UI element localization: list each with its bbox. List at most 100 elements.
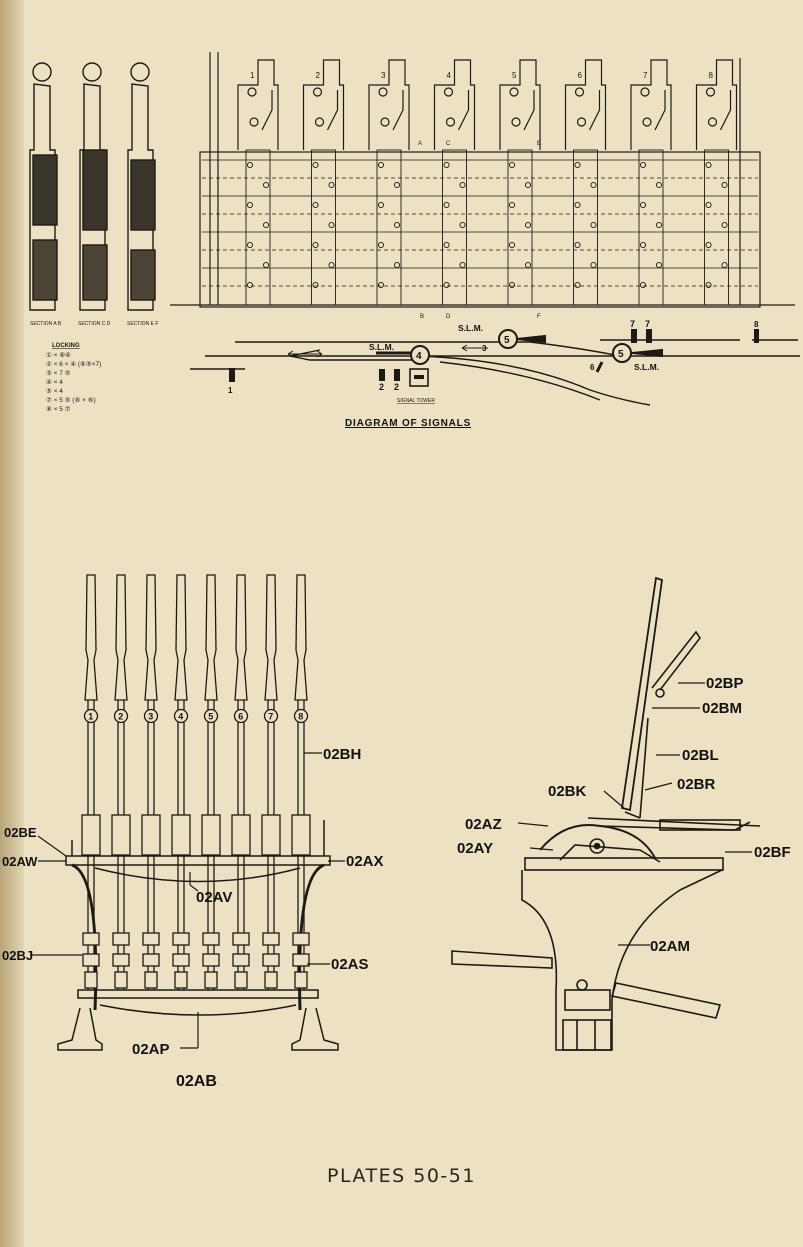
locking-table: ① × ⑧④ ② × 6 × ④ (⑧⑤×7) ③ × 7 ⑤ ④ × 4 ⑤ …: [46, 351, 101, 413]
tappet-lock-pin: [328, 261, 335, 269]
locking-row: ④ × 4: [46, 378, 63, 386]
front-lever-number: 1: [88, 712, 93, 722]
plan-lever-head: [433, 59, 476, 150]
section-ab-label: SECTION A B: [30, 321, 62, 327]
tappet-lock-pin: [639, 161, 647, 169]
label-02as: 02AS: [331, 956, 369, 973]
tappet-column: [376, 149, 402, 306]
label-02bh: 02BH: [323, 746, 361, 763]
tappet-lock-pin: [508, 281, 516, 289]
tappet-lock-pin: [639, 201, 647, 209]
section-cd-view: [79, 62, 108, 311]
plan-lever-number: 4: [447, 71, 452, 80]
tappet-lock-pin: [590, 261, 597, 269]
tappet-lock-pin: [443, 201, 450, 209]
tappet-lock-pin: [246, 201, 254, 209]
label-02be: 02BE: [4, 825, 37, 840]
plate-caption: PLATES 50-51: [327, 1165, 476, 1187]
tappet-column: [442, 149, 467, 306]
plan-lever-number: 2: [316, 71, 321, 80]
locking-row: ③ × 7 ⑤: [46, 369, 71, 377]
tappet-lock-pin: [246, 161, 254, 169]
plan-lever-head: [499, 59, 541, 150]
side-view-machine: [451, 576, 761, 1051]
front-lever-number: 3: [148, 712, 153, 722]
signal-circle-number-5a: 5: [504, 335, 510, 346]
plan-lever-number: 8: [709, 71, 714, 80]
label-02bp: 02BP: [706, 675, 744, 692]
tappet-lock-pin: [655, 261, 663, 269]
plan-lever-number: 1: [250, 71, 255, 80]
signal-number-2b: 2: [394, 382, 399, 392]
interlocking-plan: [170, 52, 795, 308]
label-02bm: 02BM: [702, 700, 742, 717]
locking-row: ⑤ × 4: [46, 387, 63, 395]
slm-label-top: S.L.M.: [458, 323, 483, 333]
label-02am: 02AM: [650, 938, 690, 955]
front-lever: [111, 574, 131, 990]
tappet-lock-pin: [262, 181, 270, 189]
tappet-lock-pin: [574, 281, 581, 289]
signal-tower-icon: [409, 368, 429, 387]
signal-circle-5b: [612, 343, 632, 363]
tappet-lock-pin: [393, 221, 401, 229]
tappet-lock-pin: [721, 261, 728, 269]
front-leader-lines: [30, 752, 345, 1049]
label-02bj: 02BJ: [2, 948, 33, 963]
side-leader-lines: [517, 682, 752, 946]
tappet-lock-pin: [524, 181, 532, 189]
plan-lever-head: [237, 59, 279, 150]
front-lever: [231, 574, 251, 990]
tappet-lock-pin: [246, 241, 254, 249]
tappet-lock-pin: [639, 241, 647, 249]
plan-lever-number: 7: [643, 71, 648, 80]
front-lever-number: 5: [208, 712, 213, 722]
section-cd-label: SECTION C D: [78, 321, 111, 327]
signal-circle-number-4: 4: [416, 351, 422, 362]
signal-number-7a: 7: [630, 319, 635, 329]
page-edge-shadow: [0, 0, 24, 1247]
signal-tower-label: SIGNAL TOWER: [397, 398, 435, 404]
tappet-lock-pin: [377, 161, 385, 169]
front-lever: [141, 574, 161, 990]
tappet-lock-pin: [443, 281, 450, 289]
tappet-lock-pin: [328, 221, 335, 229]
front-lever-number: 4: [178, 712, 183, 722]
tappet-column: [507, 149, 533, 306]
section-ef-view: [127, 62, 156, 311]
tappet-lock-pin: [524, 221, 532, 229]
tappet-lock-pin: [705, 281, 712, 289]
front-lever: [291, 574, 311, 990]
signal-number-7b: 7: [645, 319, 650, 329]
tappet-lock-pin: [508, 241, 516, 249]
label-02bk: 02BK: [548, 783, 587, 800]
tappet-lock-pin: [393, 181, 401, 189]
tappet-lock-pin: [393, 261, 401, 269]
tappet-lock-pin: [721, 181, 728, 189]
front-lever-number: 8: [298, 712, 303, 722]
front-view-caption: 02AB: [176, 1073, 217, 1090]
tappet-lock-pin: [705, 161, 712, 169]
signal-machines: [229, 329, 759, 382]
label-02ay: 02AY: [457, 840, 493, 857]
plan-lever-number: 6: [578, 71, 583, 80]
tappet-lock-pin: [377, 201, 385, 209]
locking-row: ② × 6 × ④ (⑧⑤×7): [46, 360, 101, 368]
tappet-column: [245, 149, 271, 306]
tappet-lock-pin: [590, 181, 597, 189]
tappet-column: [573, 149, 598, 306]
tappet-lock-pin: [312, 161, 319, 169]
tappet-lock-pin: [590, 221, 597, 229]
tappet-lock-pin: [459, 221, 466, 229]
tappet-column: [704, 149, 729, 306]
signal-number-8: 8: [754, 320, 759, 329]
tappet-lock-pin: [721, 221, 728, 229]
front-lever-number: 2: [118, 712, 123, 722]
section-ef-label: SECTION E F: [127, 321, 158, 327]
plan-lever-head: [695, 59, 738, 150]
track-layout: [190, 339, 800, 406]
tappet-lock-pin: [459, 261, 466, 269]
label-02av: 02AV: [196, 889, 232, 906]
